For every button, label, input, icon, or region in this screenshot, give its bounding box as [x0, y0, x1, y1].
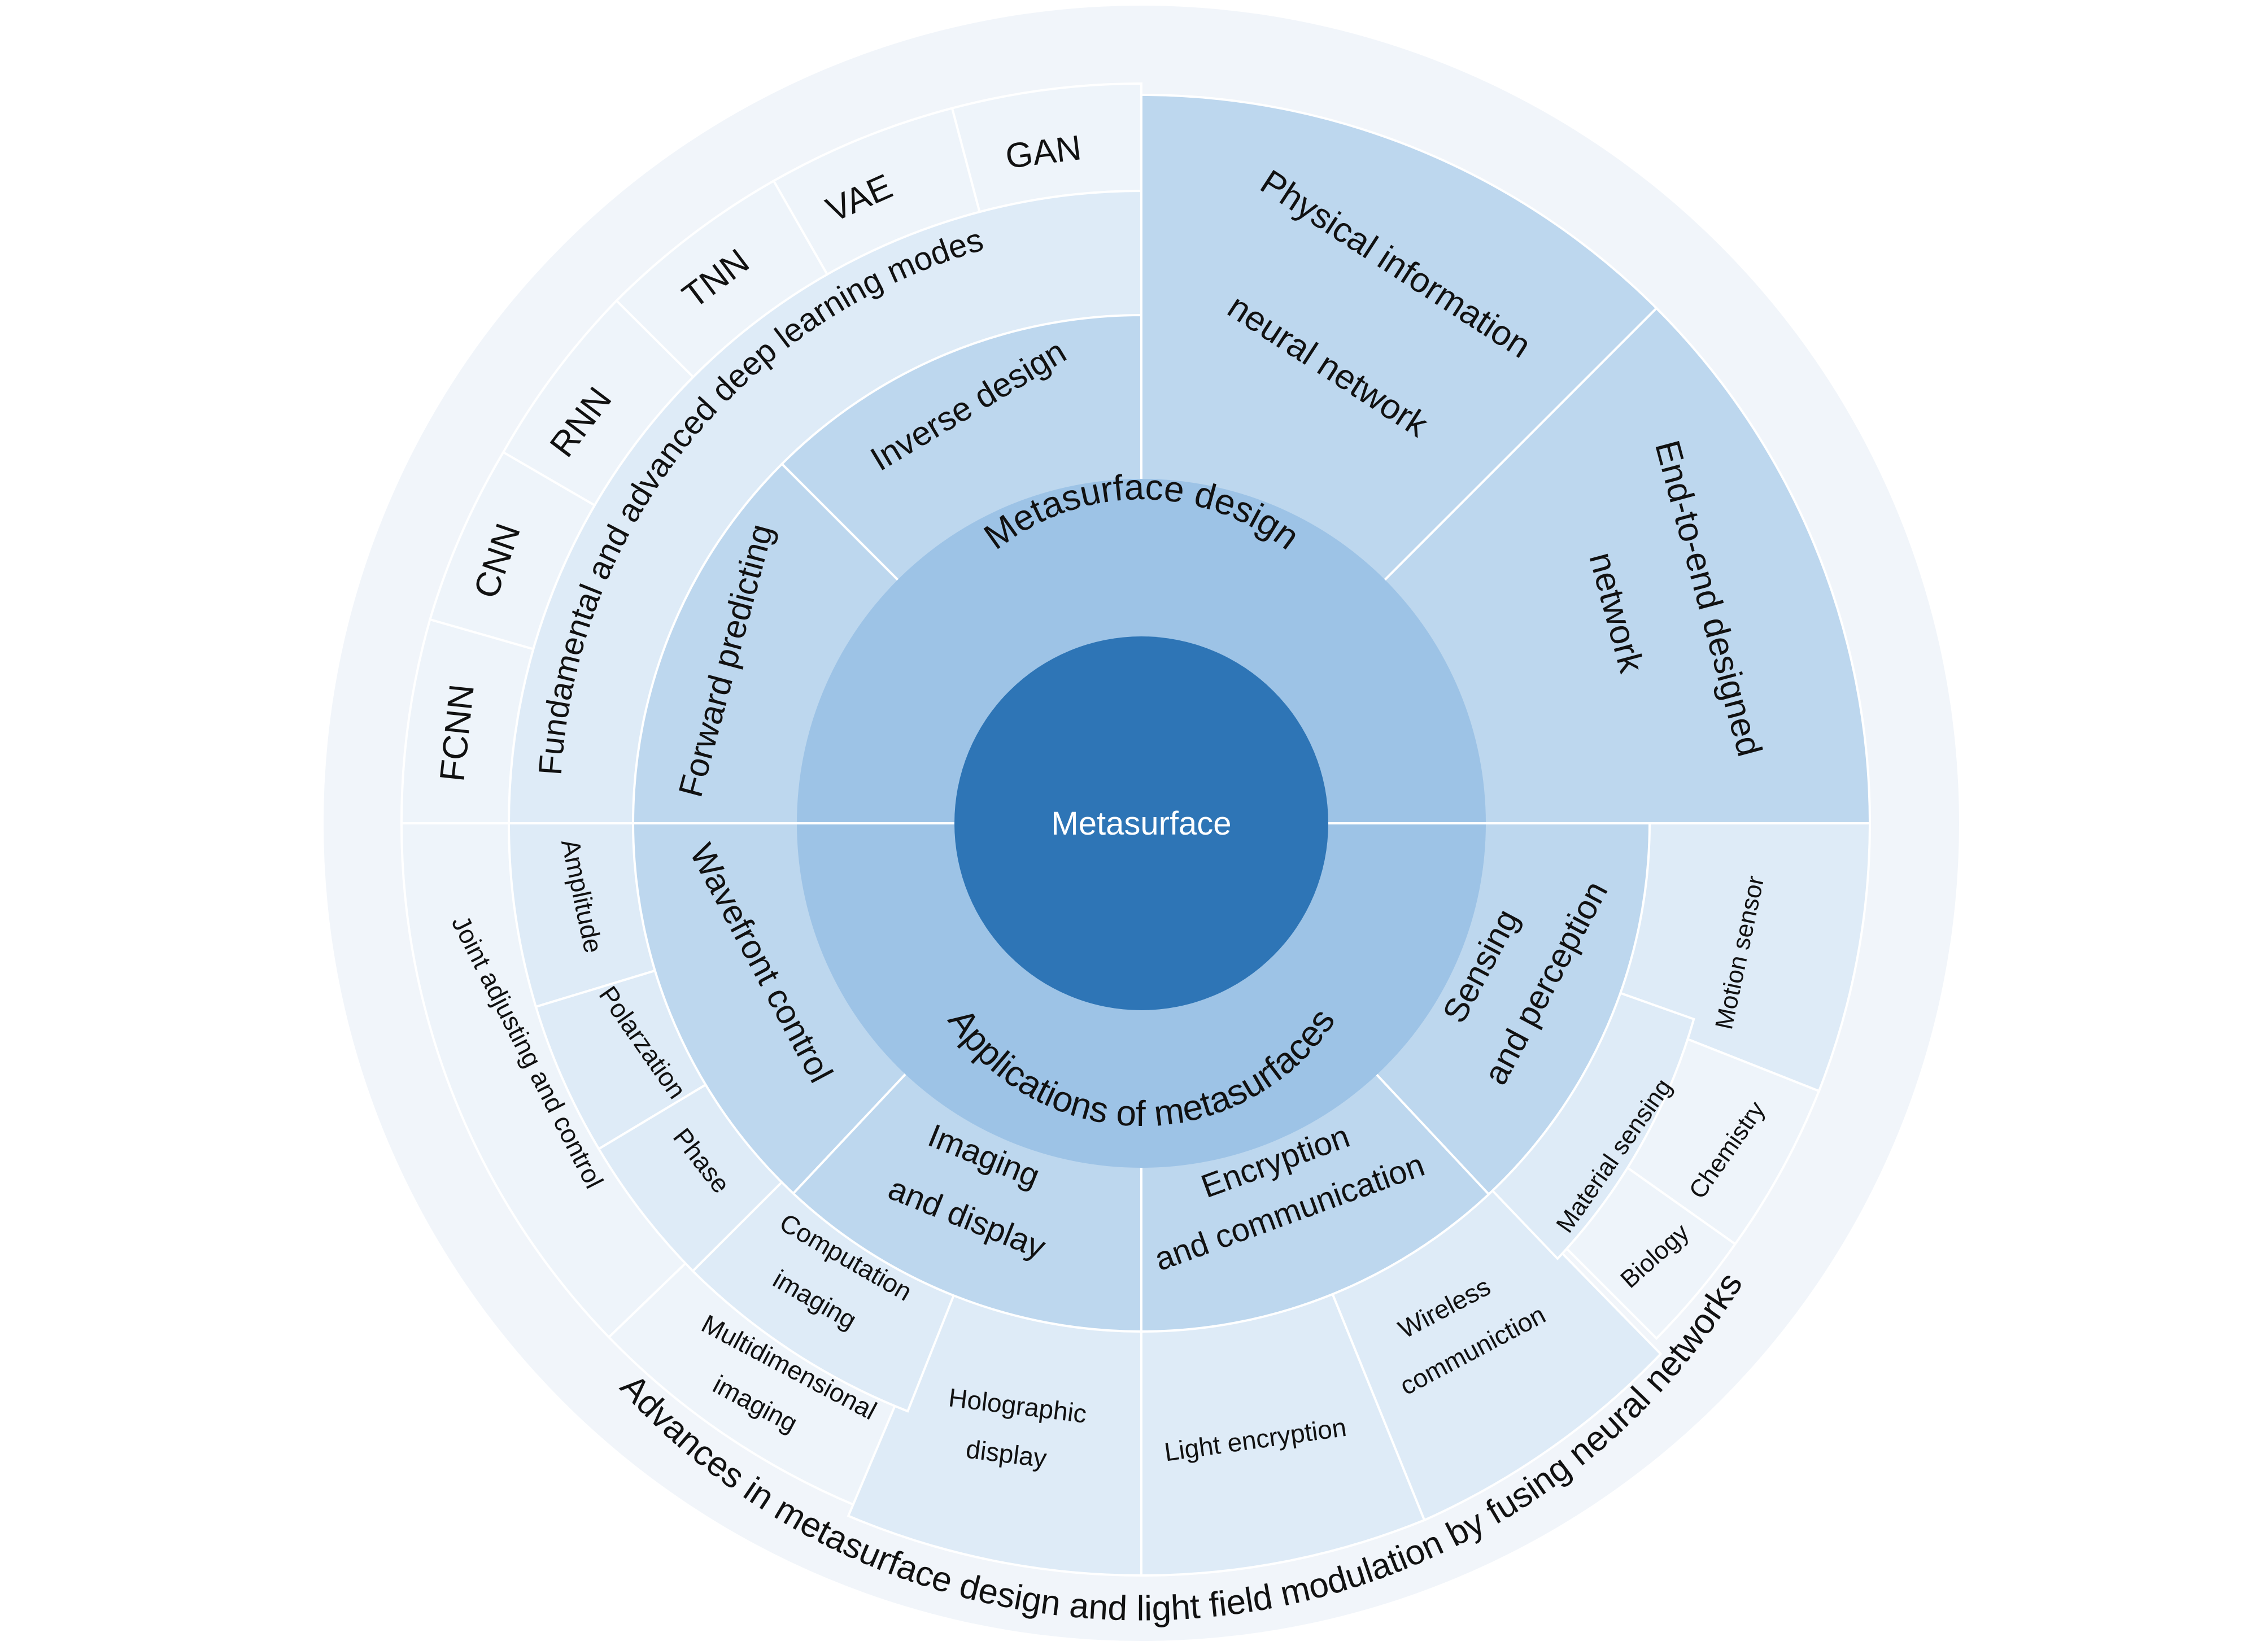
gan-label: GAN — [1004, 128, 1084, 176]
center-label: Metasurface — [1051, 805, 1231, 842]
center-circle — [954, 636, 1328, 1010]
